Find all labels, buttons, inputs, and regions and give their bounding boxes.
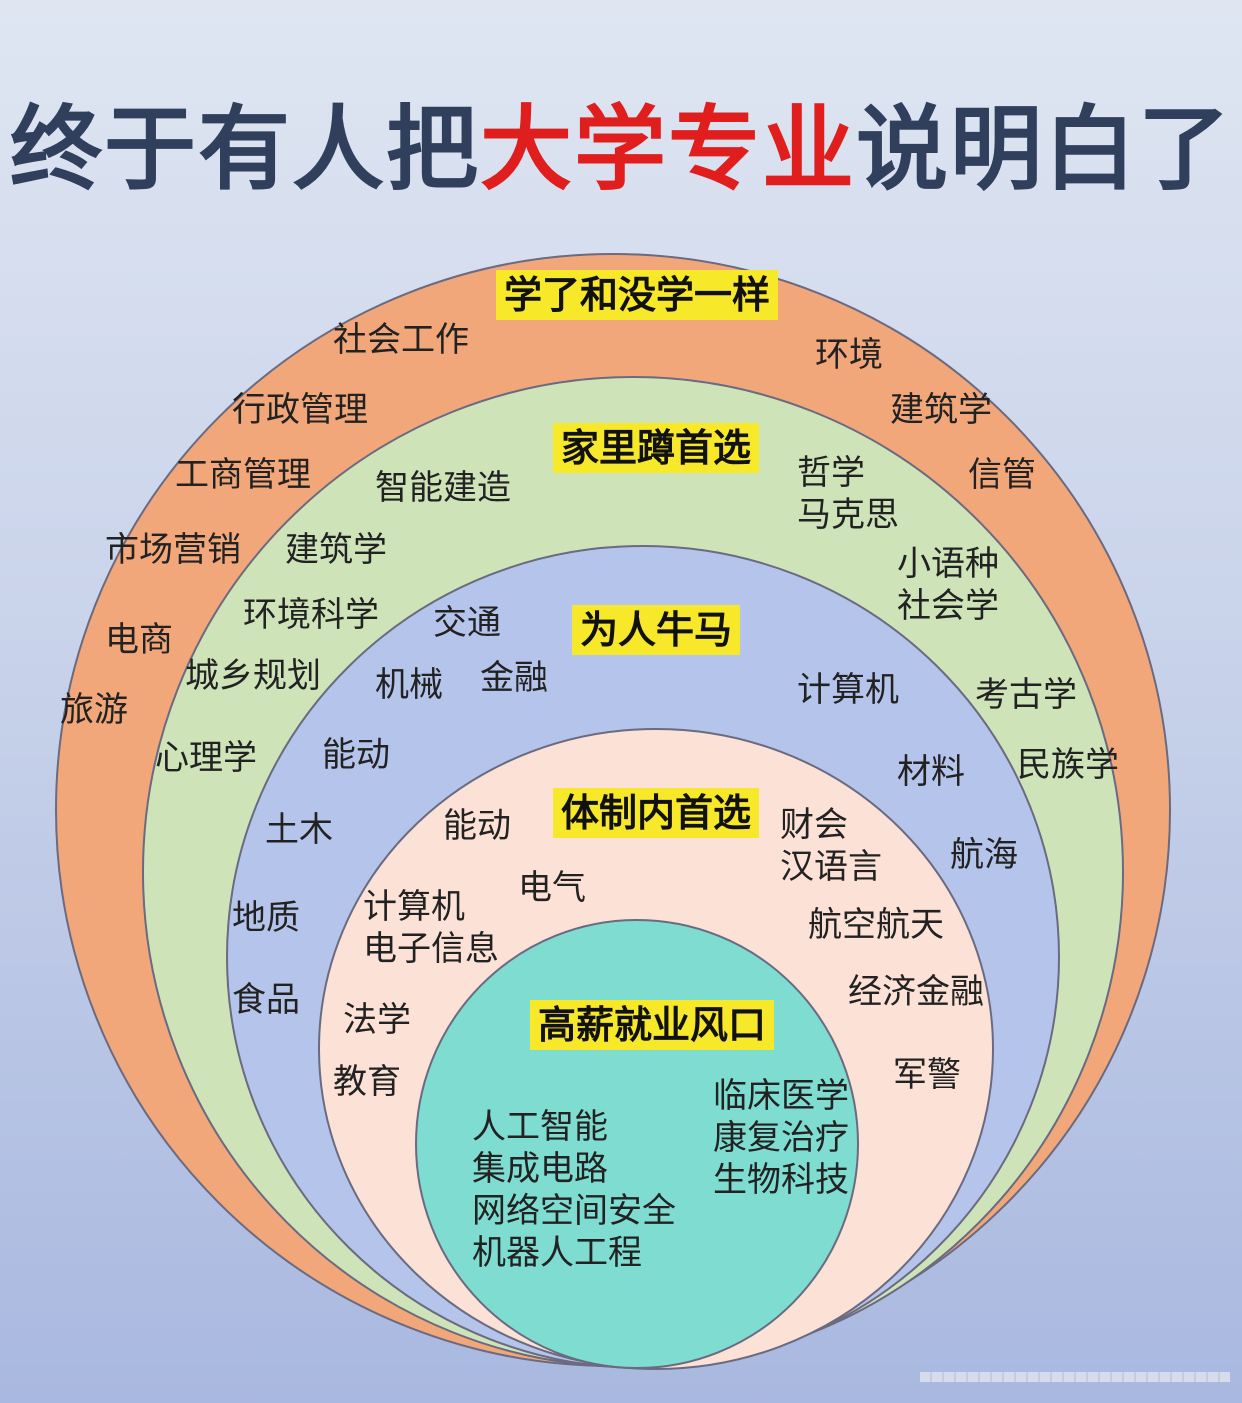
major-label: 信管 xyxy=(968,455,1036,495)
major-label: 环境科学 xyxy=(243,595,379,635)
major-label: 教育 xyxy=(333,1062,401,1102)
major-label: 土木 xyxy=(265,810,333,850)
major-label: 交通 xyxy=(433,603,501,643)
major-label: 环境 xyxy=(815,335,883,375)
major-label: 地质 xyxy=(232,898,300,938)
major-label: 食品 xyxy=(232,980,300,1020)
ring-tag-outer: 学了和没学一样 xyxy=(496,270,779,320)
watermark xyxy=(920,1372,1230,1382)
major-label: 计算机 xyxy=(797,670,899,710)
major-label: 考古学 xyxy=(975,675,1077,715)
major-label: 能动 xyxy=(322,735,390,775)
ring-tag-green: 家里蹲首选 xyxy=(553,423,760,473)
major-label: 智能建造 xyxy=(375,468,511,508)
major-group: 小语种 社会学 xyxy=(897,543,999,627)
ring-tag-pink: 体制内首选 xyxy=(553,788,760,838)
major-label: 工商管理 xyxy=(175,455,311,495)
major-label: 生物科技 xyxy=(713,1160,849,1200)
major-label: 法学 xyxy=(343,1000,411,1040)
major-label: 电子信息 xyxy=(363,929,499,969)
major-label: 小语种 xyxy=(897,544,999,584)
major-group: 临床医学 康复治疗 生物科技 xyxy=(713,1075,849,1201)
major-label: 电商 xyxy=(105,620,173,660)
major-group: 计算机 电子信息 xyxy=(363,886,499,970)
major-label: 民族学 xyxy=(1017,745,1119,785)
major-label: 市场营销 xyxy=(105,530,241,570)
major-label: 社会学 xyxy=(897,586,999,626)
major-label: 建筑学 xyxy=(285,530,387,570)
major-label: 能动 xyxy=(443,806,511,846)
major-label: 哲学 xyxy=(797,453,865,493)
major-label: 金融 xyxy=(480,658,548,698)
major-group: 财会 汉语言 xyxy=(780,804,882,888)
major-group: 哲学 马克思 xyxy=(797,452,899,536)
major-label: 马克思 xyxy=(797,495,899,535)
major-label: 社会工作 xyxy=(333,320,469,360)
major-label: 军警 xyxy=(893,1055,961,1095)
major-label: 经济金融 xyxy=(848,972,984,1012)
title-highlight: 大学专业 xyxy=(479,96,856,203)
page-title: 终于有人把大学专业说明白了 xyxy=(0,100,1242,200)
major-label: 康复治疗 xyxy=(713,1118,849,1158)
major-label: 计算机 xyxy=(363,887,465,927)
major-label: 汉语言 xyxy=(780,847,882,887)
major-label: 城乡规划 xyxy=(185,656,321,696)
major-label: 临床医学 xyxy=(713,1076,849,1116)
major-label: 集成电路 xyxy=(472,1149,608,1189)
ring-tag-core: 高薪就业风口 xyxy=(530,1000,775,1050)
title-prefix: 终于有人把 xyxy=(9,96,480,203)
major-label: 心理学 xyxy=(155,738,257,778)
major-label: 材料 xyxy=(897,752,965,792)
major-label: 财会 xyxy=(780,805,848,845)
major-label: 行政管理 xyxy=(232,390,368,430)
major-label: 机械 xyxy=(375,665,443,705)
ring-tag-blue: 为人牛马 xyxy=(572,605,741,655)
major-label: 航空航天 xyxy=(808,905,944,945)
major-group: 人工智能 集成电路 网络空间安全 机器人工程 xyxy=(472,1106,676,1274)
title-suffix: 说明白了 xyxy=(856,96,1233,203)
major-label: 航海 xyxy=(950,835,1018,875)
major-label: 旅游 xyxy=(60,690,128,730)
major-label: 电气 xyxy=(518,868,586,908)
major-label: 网络空间安全 xyxy=(472,1191,676,1231)
major-label: 机器人工程 xyxy=(472,1233,642,1273)
major-label: 人工智能 xyxy=(472,1107,608,1147)
major-label: 建筑学 xyxy=(890,390,992,430)
